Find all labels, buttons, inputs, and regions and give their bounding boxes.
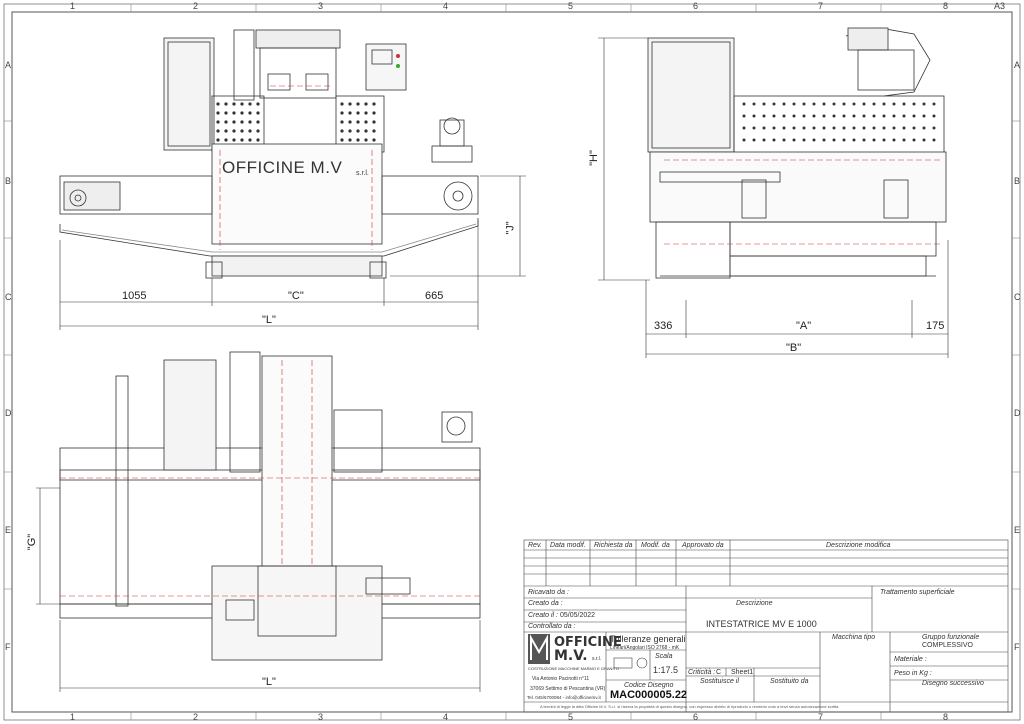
sheet-format: A3	[994, 1, 1006, 11]
criticita-label: Criticità :	[688, 669, 716, 676]
zone-row-c-right: C	[1014, 292, 1021, 302]
front-dimension-lines	[59, 175, 526, 330]
gruppo-value: COMPLESSIVO	[922, 642, 973, 649]
field-descrizione-label: Descrizione	[736, 600, 773, 607]
company-name-line2: M.V.	[554, 648, 588, 664]
zone-col-8-bottom: 8	[943, 712, 949, 722]
perforation-pattern-right	[340, 102, 376, 142]
zone-col-1: 1	[70, 1, 76, 11]
side-dim-height: "H"	[587, 150, 600, 166]
front-dim-height: "J"	[504, 221, 517, 235]
sheet-label: Sheet1	[731, 669, 754, 676]
side-dim-total: "B"	[786, 342, 802, 354]
field-ricavato: Ricavato da :	[528, 589, 569, 596]
zone-ticks	[4, 4, 1020, 720]
rev-header-data: Data modif.	[550, 542, 586, 549]
scala-label: Scala	[655, 653, 673, 660]
zone-col-1-bottom: 1	[70, 712, 76, 722]
zone-row-d-right: D	[1014, 408, 1021, 418]
gruppo-label: Gruppo funzionale	[922, 634, 980, 641]
tolleranze-value: Lineari/Angolari ISO 2768 - mK	[610, 645, 680, 651]
zone-row-e: E	[5, 525, 12, 535]
company-tagline: COSTRUZIONE MACCHINE MARMO E GRANITO	[528, 666, 620, 671]
field-creato-il-value: 05/05/2022	[560, 612, 596, 619]
zone-col-4-bottom: 4	[443, 712, 449, 722]
machine-brand-suffix: s.r.l.	[356, 170, 369, 177]
zone-row-e-right: E	[1014, 525, 1021, 535]
codice-value: MAC000005.22	[610, 689, 688, 701]
top-view	[59, 351, 481, 661]
zone-row-a: A	[5, 60, 12, 70]
rev-header-richiesta: Richiesta da	[594, 542, 633, 549]
field-creato-da: Creato da :	[528, 600, 563, 607]
zone-row-d: D	[5, 408, 12, 418]
rev-header-rev: Rev.	[528, 542, 542, 549]
zone-col-2-bottom: 2	[193, 712, 199, 722]
sostituisce-label: Sostituisce il	[700, 678, 739, 685]
company-name-line1: OFFICINE	[554, 635, 622, 650]
tolleranze-label: Tolleranze generali	[610, 634, 686, 644]
front-dim-center: "C"	[288, 290, 304, 302]
zone-col-6: 6	[693, 1, 699, 11]
peso-label: Peso in Kg :	[894, 670, 932, 677]
top-dimension-lines	[36, 487, 481, 692]
company-address1: Via Antonio Pacinotti n°11	[532, 676, 590, 682]
codice-label: Codice Disegno	[624, 682, 674, 689]
zone-col-3: 3	[318, 1, 324, 11]
zone-col-8: 8	[943, 1, 949, 11]
company-address3: Tel. 045/6700084 - info@officinemv.it	[527, 695, 601, 700]
title-block-grid	[523, 539, 1009, 713]
zone-row-b: B	[5, 176, 12, 186]
zone-col-6-bottom: 6	[693, 712, 699, 722]
rev-header-modif: Modif. da	[641, 542, 670, 549]
field-controllato: Controllato da :	[528, 623, 576, 630]
macchina-tipo-label: Macchina tipo	[832, 634, 876, 641]
front-view	[59, 29, 479, 279]
field-creato-il: Creato il :	[528, 612, 558, 619]
top-dim-depth: "G"	[26, 533, 39, 551]
zone-col-7: 7	[818, 1, 824, 11]
front-dim-right: 665	[425, 290, 444, 302]
zone-row-f: F	[5, 642, 11, 652]
company-logo	[528, 634, 648, 669]
side-dimension-lines	[598, 37, 949, 358]
criticita-value: C	[716, 669, 722, 676]
perforation-pattern-left	[216, 102, 260, 142]
zone-row-c: C	[5, 292, 12, 302]
side-dim-right: 175	[926, 320, 945, 332]
front-dim-left: 1055	[122, 290, 147, 302]
field-trattamento: Trattamento superficiale	[880, 589, 955, 596]
zone-col-5: 5	[568, 1, 574, 11]
side-perforation	[742, 102, 936, 142]
footer-note: A termini di legge la ditta Officine M.V…	[540, 704, 840, 709]
sostituito-label: Sostituito da	[770, 678, 809, 685]
rev-header-descrizione: Descrizione modifica	[826, 542, 891, 549]
disegno-successivo-label: Disegno successivo	[922, 680, 984, 687]
zone-col-3-bottom: 3	[318, 712, 324, 722]
materiale-label: Materiale :	[894, 656, 927, 663]
zone-col-4: 4	[443, 1, 449, 11]
scala-value: 1:17.5	[653, 665, 679, 675]
field-descrizione-value: INTESTATRICE MV E 1000	[706, 619, 817, 629]
top-dim-total: "L"	[262, 676, 276, 688]
rev-header-approvato: Approvato da	[682, 542, 724, 549]
side-dim-center: "A"	[796, 320, 812, 332]
company-srl: s.r.l.	[592, 656, 602, 662]
zone-row-a-right: A	[1014, 60, 1021, 70]
side-view	[647, 27, 947, 279]
machine-brand-text: OFFICINE M.V	[222, 158, 343, 177]
company-address2: 37069 Settimo di Pescantina (VR)	[530, 686, 606, 692]
front-dim-total: "L"	[262, 314, 276, 326]
zone-row-b-right: B	[1014, 176, 1021, 186]
zone-col-5-bottom: 5	[568, 712, 574, 722]
zone-col-2: 2	[193, 1, 199, 11]
side-dim-left: 336	[654, 320, 673, 332]
zone-row-f-right: F	[1014, 642, 1020, 652]
zone-col-7-bottom: 7	[818, 712, 824, 722]
